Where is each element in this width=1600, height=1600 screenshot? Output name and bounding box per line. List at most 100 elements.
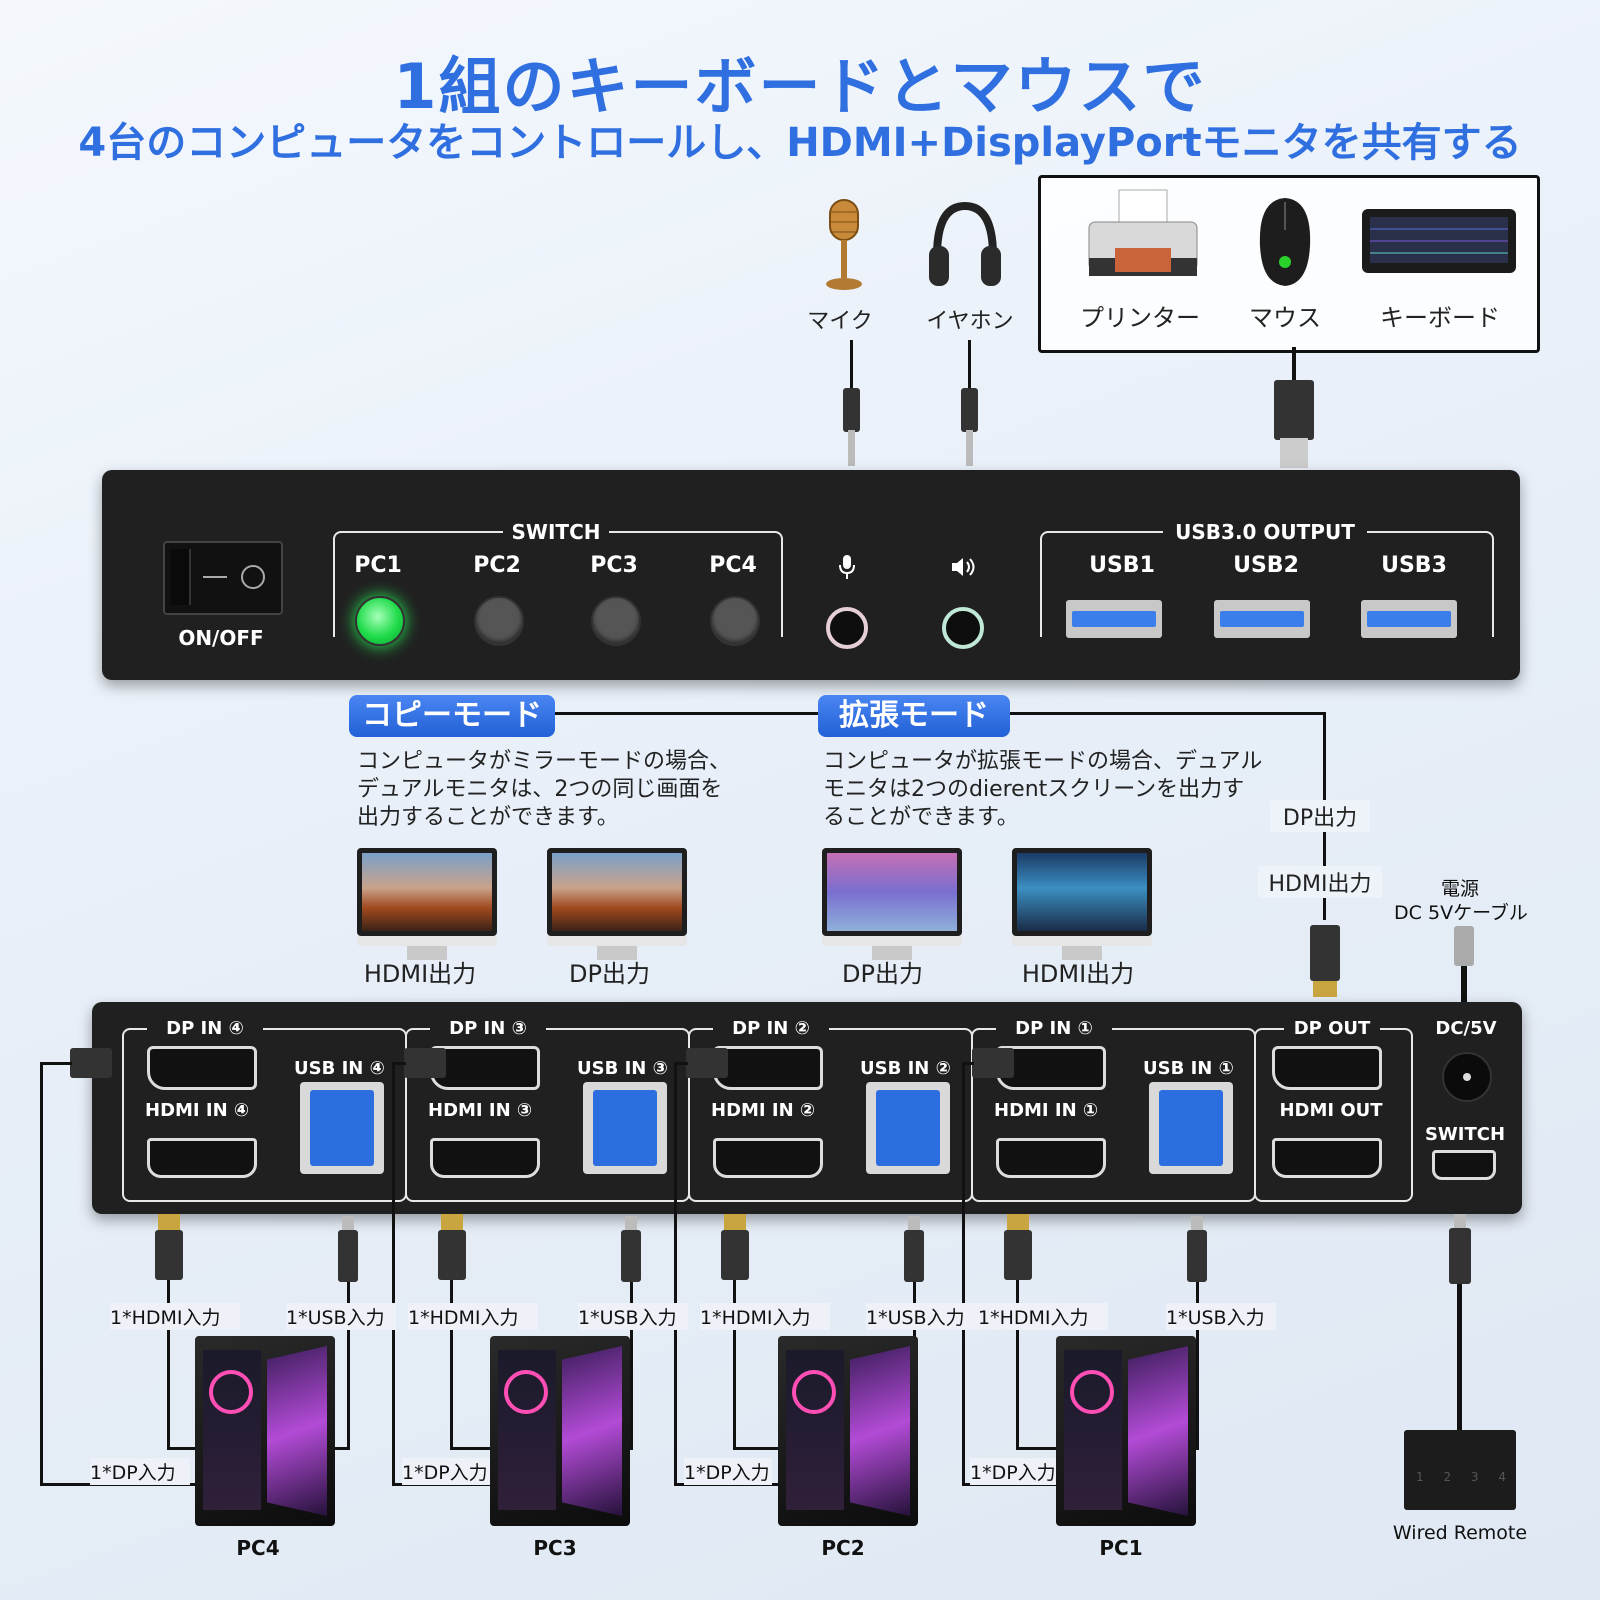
- pc2-tower: [778, 1336, 918, 1526]
- hdmi-in-3-label: HDMI IN ③: [428, 1100, 533, 1121]
- pc4-dp-label: 1*DP入力: [90, 1458, 190, 1485]
- dc-label: DC/5V: [1435, 1018, 1497, 1039]
- pc3-button-label: PC3: [590, 553, 638, 578]
- hdmi-out-port[interactable]: [1272, 1138, 1382, 1178]
- pc4-usb-label: 1*USB入力: [286, 1303, 396, 1330]
- usb1-port[interactable]: [1066, 600, 1162, 638]
- dp-out-label: DP OUT: [1284, 1018, 1380, 1039]
- usb-in-2-label: USB IN ②: [860, 1058, 951, 1079]
- switch-port-label: SWITCH: [1424, 1124, 1506, 1145]
- pc1-button[interactable]: [355, 596, 405, 646]
- pc3-button[interactable]: [591, 596, 641, 646]
- remote-key-2[interactable]: 2: [1443, 1470, 1452, 1484]
- copy-mode-description: コンピュータがミラーモードの場合、 デュアルモニタは、2つの同じ画面を 出力する…: [357, 749, 732, 830]
- pc1-usb-label: 1*USB入力: [1166, 1303, 1276, 1330]
- usb3-label: USB3: [1381, 553, 1447, 578]
- usb2-label: USB2: [1233, 553, 1299, 578]
- wired-remote[interactable]: 1 2 3 4: [1404, 1430, 1516, 1510]
- power-switch[interactable]: [163, 541, 283, 615]
- dp-in-2-label: DP IN ②: [713, 1018, 829, 1039]
- copy-dp-label: DP出力: [569, 960, 650, 988]
- usb-in-3-port[interactable]: [583, 1082, 667, 1174]
- wired-remote-label: Wired Remote: [1392, 1522, 1528, 1544]
- pc1-tower: [1056, 1336, 1196, 1526]
- extend-mode-description: コンピュータが拡張モードの場合、デュアル モニタは2つのdierentスクリーン…: [823, 749, 1263, 830]
- kvm-front-panel: [102, 470, 1520, 680]
- extend-hdmi-label: HDMI出力: [1021, 960, 1135, 988]
- printer-icon: [1085, 188, 1201, 288]
- hdmi-out-plug: [1310, 925, 1340, 981]
- pc3-usb-plug: [621, 1230, 641, 1282]
- pc2-dp-label: 1*DP入力: [684, 1458, 772, 1485]
- pc2-dp-plug: [686, 1048, 728, 1078]
- pc1-button-label: PC1: [354, 553, 402, 578]
- pc2-button[interactable]: [474, 596, 524, 646]
- usb-a-plug: [1274, 380, 1314, 440]
- hdmi-in-2-port[interactable]: [713, 1138, 823, 1178]
- usb-in-4-port[interactable]: [300, 1082, 384, 1174]
- pc2-button-label: PC2: [473, 553, 521, 578]
- switch-port[interactable]: [1432, 1150, 1496, 1180]
- pc3-hdmi-plug: [438, 1230, 466, 1280]
- mouse-icon: [1256, 196, 1314, 288]
- pc4-tower: [195, 1336, 335, 1526]
- pc4-button-label: PC4: [709, 553, 757, 578]
- monitor-extend-hdmi: [1012, 848, 1152, 960]
- usb-in-1-label: USB IN ①: [1143, 1058, 1234, 1079]
- mouse-label: マウス: [1249, 304, 1321, 332]
- pc2-label: PC2: [821, 1536, 865, 1560]
- main-title: 1組のキーボードとマウスで: [393, 50, 1207, 123]
- pc1-label: PC1: [1099, 1536, 1143, 1560]
- pc4-button[interactable]: [710, 596, 760, 646]
- earphone-plug: [961, 388, 978, 432]
- power-label: ON/OFF: [178, 626, 264, 650]
- dp-in-4-label: DP IN ④: [147, 1018, 263, 1039]
- switch-label: SWITCH: [503, 520, 609, 544]
- remote-key-1[interactable]: 1: [1416, 1470, 1424, 1484]
- hdmi-in-1-port[interactable]: [996, 1138, 1106, 1178]
- monitor-copy-dp: [547, 848, 687, 960]
- dp-in-3-label: DP IN ③: [430, 1018, 546, 1039]
- remote-plug: [1449, 1228, 1471, 1284]
- extend-dp-label: DP出力: [842, 960, 923, 988]
- usb2-port[interactable]: [1214, 600, 1310, 638]
- pc3-hdmi-label: 1*HDMI入力: [408, 1303, 538, 1330]
- pc1-usb-plug: [1187, 1230, 1207, 1282]
- hdmi-output-label: HDMI出力: [1258, 866, 1382, 898]
- dc-plug: [1454, 926, 1474, 966]
- pc2-hdmi-label: 1*HDMI入力: [700, 1303, 830, 1330]
- pc1-dp-label: 1*DP入力: [970, 1458, 1058, 1485]
- remote-key-3[interactable]: 3: [1470, 1470, 1479, 1484]
- keyboard-icon: [1360, 205, 1518, 277]
- usb-in-1-port[interactable]: [1149, 1082, 1233, 1174]
- dp-in-2-port[interactable]: [713, 1046, 823, 1090]
- pc2-usb-plug: [904, 1230, 924, 1282]
- dp-out-port[interactable]: [1272, 1046, 1382, 1090]
- headphone-jack[interactable]: [942, 607, 984, 649]
- dp-in-3-port[interactable]: [430, 1046, 540, 1090]
- pc4-label: PC4: [236, 1536, 280, 1560]
- headphones-icon: [927, 200, 1003, 292]
- dc-port[interactable]: [1442, 1052, 1492, 1102]
- earphone-label: イヤホン: [926, 309, 1014, 334]
- pc2-hdmi-plug: [721, 1230, 749, 1280]
- hdmi-in-3-port[interactable]: [430, 1138, 540, 1178]
- mic-jack[interactable]: [826, 607, 868, 649]
- hdmi-in-4-port[interactable]: [147, 1138, 257, 1178]
- keyboard-label: キーボード: [1380, 304, 1500, 332]
- dp-in-4-port[interactable]: [147, 1046, 257, 1090]
- usb-in-2-port[interactable]: [866, 1082, 950, 1174]
- pc3-dp-label: 1*DP入力: [402, 1458, 490, 1485]
- pc2-usb-label: 1*USB入力: [866, 1303, 978, 1330]
- usb3-port[interactable]: [1361, 600, 1457, 638]
- monitor-copy-hdmi: [357, 848, 497, 960]
- pc4-dp-plug: [70, 1048, 112, 1078]
- copy-mode-badge: コピーモード: [349, 695, 555, 737]
- microphone-icon: [822, 198, 866, 294]
- pc3-usb-label: 1*USB入力: [578, 1303, 688, 1330]
- pc3-tower: [490, 1336, 630, 1526]
- pc3-dp-plug: [404, 1048, 446, 1078]
- usb1-label: USB1: [1089, 553, 1155, 578]
- remote-key-4[interactable]: 4: [1498, 1470, 1506, 1484]
- speaker-jack-icon: [950, 556, 978, 578]
